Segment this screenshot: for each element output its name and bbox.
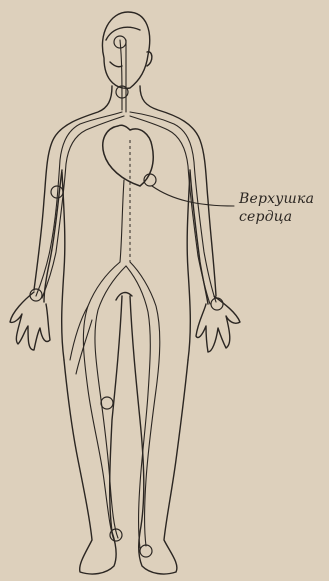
pulse-point-popliteal: [101, 397, 113, 409]
pulse-point-right-ankle: [140, 545, 152, 557]
callout-label-line1: Верхушка: [239, 190, 314, 208]
heart: [103, 125, 153, 186]
right-arm-inner: [190, 170, 208, 304]
torso-right-outline: [140, 86, 216, 296]
pulse-points: [30, 36, 223, 557]
right-iliac-artery: [130, 262, 160, 546]
right-hand: [196, 296, 240, 352]
right-subclavian-artery: [130, 112, 216, 302]
descending-aorta: [120, 180, 124, 262]
face-line: [110, 62, 122, 67]
carotid-artery: [120, 40, 122, 110]
torso-left-outline: [34, 86, 112, 290]
hair-line: [106, 27, 140, 40]
pulse-point-right-radial: [211, 298, 223, 310]
callout-label-line2: сердца: [239, 208, 292, 226]
left-subclavian-artery-2: [42, 116, 124, 298]
right-hip: [187, 172, 190, 360]
right-leg-inner: [130, 296, 144, 532]
